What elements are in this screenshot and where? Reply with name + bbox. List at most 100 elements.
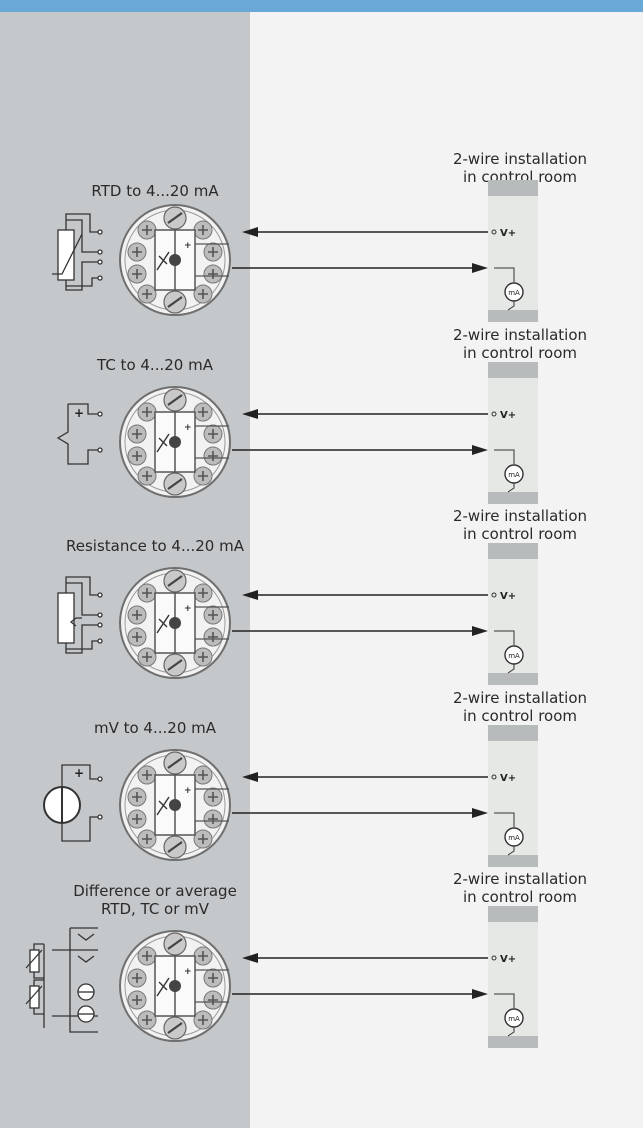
terminal-screw-icon bbox=[127, 968, 147, 988]
terminal-screw-icon bbox=[203, 968, 223, 988]
installation-label-line: 2-wire installation bbox=[452, 507, 588, 525]
ammeter-label: mA bbox=[508, 289, 520, 297]
supply-label: V+ bbox=[500, 954, 516, 965]
terminal-screw-icon bbox=[193, 402, 213, 422]
installation-label-line: 2-wire installation bbox=[452, 870, 588, 888]
section-schematic: + V+ mA bbox=[25, 906, 538, 1048]
signal-wires bbox=[232, 953, 490, 999]
arrow-right-icon bbox=[472, 626, 488, 636]
terminal-screw-icon bbox=[203, 605, 223, 625]
ammeter-icon: mA bbox=[504, 645, 524, 665]
terminal-screw-icon bbox=[193, 647, 213, 667]
svg-text:+: + bbox=[184, 786, 192, 796]
installation-label-line: in control room bbox=[462, 344, 577, 362]
voltage-source-icon: + bbox=[43, 764, 103, 842]
control-room-panel bbox=[250, 12, 643, 1128]
terminal-screw-icon bbox=[193, 583, 213, 603]
ammeter-label: mA bbox=[508, 834, 520, 842]
section-title-line: Difference or average bbox=[73, 882, 237, 900]
section-title: TC to 4...20 mA bbox=[0, 356, 310, 374]
arrow-right-icon bbox=[472, 989, 488, 999]
svg-text:+: + bbox=[184, 241, 192, 251]
terminal-screw-icon bbox=[203, 446, 223, 466]
terminal-screw-icon bbox=[193, 946, 213, 966]
transmitter-icon: + bbox=[119, 567, 231, 679]
terminal-screw-icon bbox=[127, 809, 147, 829]
terminal-screw-icon bbox=[127, 264, 147, 284]
arrow-left-icon bbox=[242, 227, 258, 237]
installation-label-line: 2-wire installation bbox=[452, 326, 588, 344]
terminal-screw-icon bbox=[137, 1010, 157, 1030]
terminal-screw-icon bbox=[203, 424, 223, 444]
arrow-left-icon bbox=[242, 772, 258, 782]
control-room-device: V+ mA bbox=[488, 906, 538, 1048]
mounting-screw-icon bbox=[163, 751, 187, 775]
installation-label-line: in control room bbox=[462, 888, 577, 906]
control-room-device: V+ mA bbox=[488, 180, 538, 322]
wiring-section-resistance: Resistance to 4...20 mA 2-wire installat… bbox=[0, 507, 643, 703]
installation-label-line: 2-wire installation bbox=[452, 689, 588, 707]
svg-text:+: + bbox=[184, 423, 192, 433]
supply-label: V+ bbox=[500, 591, 516, 602]
arrow-right-icon bbox=[472, 808, 488, 818]
terminal-screw-icon bbox=[137, 946, 157, 966]
supply-label: V+ bbox=[500, 773, 516, 784]
section-title: Resistance to 4...20 mA bbox=[0, 537, 310, 555]
signal-wires bbox=[232, 772, 490, 818]
mounting-screw-icon bbox=[163, 388, 187, 412]
mounting-screw-icon bbox=[163, 653, 187, 677]
terminal-screw-icon bbox=[127, 990, 147, 1010]
control-room-device: V+mA bbox=[488, 362, 538, 504]
terminal-screw-icon bbox=[193, 829, 213, 849]
section-schematic: + + V+ mA bbox=[43, 725, 538, 867]
ammeter-icon: mA bbox=[504, 827, 524, 847]
signal-wires bbox=[232, 227, 490, 273]
transmitter-icon: + bbox=[119, 204, 231, 316]
terminal-screw-icon bbox=[137, 466, 157, 486]
mounting-screw-icon bbox=[163, 206, 187, 230]
potentiometer-icon bbox=[57, 576, 103, 654]
arrow-left-icon bbox=[242, 409, 258, 419]
svg-text:+: + bbox=[184, 604, 192, 614]
supply-label: V+ bbox=[500, 410, 516, 421]
ammeter-icon: mA bbox=[504, 1008, 524, 1028]
terminal-screw-icon bbox=[137, 284, 157, 304]
installation-label-line: in control room bbox=[462, 525, 577, 543]
terminal-screw-icon bbox=[127, 605, 147, 625]
terminal-screw-icon bbox=[203, 809, 223, 829]
terminal-screw-icon bbox=[203, 627, 223, 647]
terminal-screw-icon bbox=[203, 787, 223, 807]
section-title: RTD to 4...20 mA bbox=[0, 182, 310, 200]
terminal-screw-icon bbox=[203, 990, 223, 1010]
svg-text:+: + bbox=[74, 406, 84, 420]
supply-label: V+ bbox=[500, 228, 516, 239]
terminal-screw-icon bbox=[193, 220, 213, 240]
arrow-left-icon bbox=[242, 590, 258, 600]
ammeter-label: mA bbox=[508, 1015, 520, 1023]
terminal-screw-icon bbox=[137, 829, 157, 849]
section-title-line: RTD, TC or mV bbox=[100, 900, 210, 918]
section-title-line: mV to 4...20 mA bbox=[93, 719, 217, 737]
svg-text:+: + bbox=[184, 967, 192, 977]
terminal-screw-icon bbox=[193, 1010, 213, 1030]
mounting-screw-icon bbox=[163, 1016, 187, 1040]
transmitter-icon: + bbox=[119, 930, 231, 1042]
mounting-screw-icon bbox=[163, 932, 187, 956]
section-title-line: TC to 4...20 mA bbox=[97, 356, 213, 374]
signal-wires bbox=[232, 590, 490, 636]
terminal-screw-icon bbox=[127, 242, 147, 262]
ammeter-label: mA bbox=[508, 652, 520, 660]
thermocouple-icon: + bbox=[56, 403, 103, 465]
arrow-left-icon bbox=[242, 953, 258, 963]
terminal-screw-icon bbox=[137, 647, 157, 667]
svg-text:+: + bbox=[74, 766, 84, 780]
terminal-screw-icon bbox=[193, 466, 213, 486]
dual-sensor-icon bbox=[25, 927, 98, 1033]
terminal-screw-icon bbox=[127, 787, 147, 807]
